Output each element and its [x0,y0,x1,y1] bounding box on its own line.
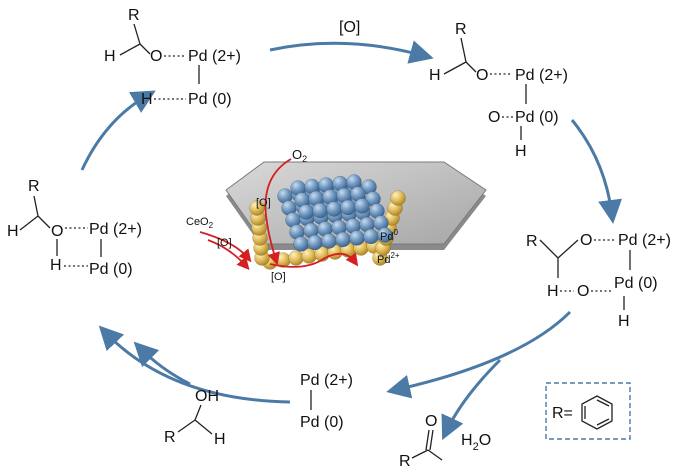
pd0-sphere [293,236,309,252]
pd-zero: Pd (0) [614,275,658,292]
atom-o: O [476,67,488,84]
water-h: H [461,432,473,449]
structure-oxidized-intermediate: R H O Pd (2+) O Pd (0) H [429,21,568,160]
o2-spillover-path [264,158,292,266]
oxygen-migration-path [269,252,359,268]
atom-h: H [547,283,559,300]
oxidant-label: [O] [339,19,360,36]
atom-o: O [425,413,437,430]
arrow-left [80,90,156,171]
arrow-right-upper [570,119,623,224]
pd-high: Pd (2+) [300,372,353,389]
arrow-bottom-right [386,310,572,399]
atom-o: O [150,48,162,65]
pd0-sphere [363,228,379,245]
pd0-sphere-layer [277,174,393,252]
atom-h: H [141,91,153,108]
pd0-sphere [321,233,337,249]
o2-label: O2 [292,147,307,164]
pd0-sphere [377,227,393,243]
r-group-legend: R= [545,382,631,440]
pd-high: Pd (2+) [515,67,568,84]
atom-h: H [429,67,441,84]
atom-h: H [7,223,19,240]
pd2-label: Pd2+ [377,251,400,266]
pd-high: Pd (2+) [89,221,142,238]
oxygen-label-3: [O] [271,271,286,283]
atom-h: H [214,431,226,448]
oxygen-transfer-path-1 [199,231,252,263]
atom-h: H [618,313,630,330]
benzene-icon [581,395,613,430]
structure-hydroxide-intermediate: R O Pd (2+) H O Pd (0) H [526,232,671,330]
structure-alcohol-adsorbed: R H O Pd (2+) H Pd (0) [7,178,142,278]
arrow-to-aldehyde [441,358,502,441]
pd0-sphere [326,201,342,217]
oxygen-transfer-path-2 [207,239,250,271]
catalyst-illustration: O2 CeO2 [O] [O] [O] Pd0 Pd2+ [186,147,487,283]
pd-high: Pd (2+) [618,232,671,249]
pd0-sphere [354,198,370,214]
atom-o: O [580,232,592,249]
ceo2-label: CeO2 [186,216,214,230]
atom-h: H [50,257,62,274]
atom-r: R [164,429,176,446]
svg-text:H2O: H2O [461,432,491,453]
atom-h: H [515,143,527,160]
pd0-label: Pd0 [380,228,398,243]
pd0-sphere [298,204,314,220]
pd-zero: Pd (0) [188,91,232,108]
pd2-sphere [249,200,265,216]
pd0-sphere [335,231,351,248]
arrow-bottom-left [98,325,291,404]
reactant-alcohol: OH R H [164,388,226,448]
pd0-sphere [312,202,328,219]
cycle-arrows [80,40,623,441]
hydroxyl-group: OH [195,388,219,405]
pd2-sphere [390,190,406,206]
atom-h: H [104,48,116,65]
atom-o: O [51,223,63,240]
pd0-sphere [340,199,356,216]
pd-zero: Pd (0) [515,109,559,126]
pd2-sphere [288,250,304,266]
pd-high: Pd (2+) [188,48,241,65]
atom-r: R [455,21,467,38]
atom-r: R [526,233,538,250]
product-aldehyde: O R [399,413,443,470]
pd0-sphere [307,234,323,251]
legend-r-label: R= [552,405,573,422]
atom-o: O [488,109,500,126]
pd-zero: Pd (0) [89,261,133,278]
pd-zero: Pd (0) [300,414,344,431]
atom-r: R [128,7,140,24]
structure-pd-dimer: Pd (2+) Pd (0) [300,372,353,431]
atom-o: O [577,283,589,300]
structure-alkoxide-hydride: R H O Pd (2+) H Pd (0) [104,7,241,108]
product-water: H2O [461,432,491,453]
water-subscript: 2 [473,441,479,453]
atom-r: R [399,453,411,470]
pd0-sphere [349,230,365,246]
oxygen-label-2: [O] [217,237,232,249]
arrow-from-alcohol [133,341,191,386]
arrow-top [269,40,434,64]
legend-box [545,382,631,440]
oxygen-label-1: [O] [256,197,271,209]
atom-r: R [28,178,40,195]
water-o: O [479,432,491,449]
